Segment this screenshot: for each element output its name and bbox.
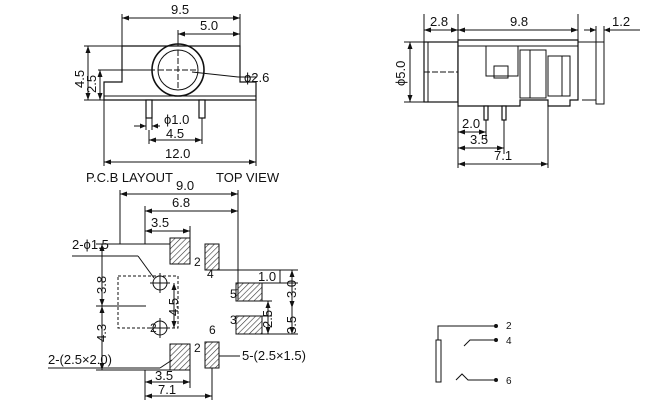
front-view: 9.5 5.0 ϕ2.6 4.5 2.5 xyxy=(72,2,269,166)
pcb-71-label: 7.1 xyxy=(158,382,176,397)
pin-a-label: 2.0 xyxy=(462,116,480,131)
front-len-label: 2.8 xyxy=(430,14,448,29)
pcb-35-bottom-label: 3.5 xyxy=(155,368,173,383)
schematic-pin: 2 xyxy=(506,321,512,332)
pad-pin-6 xyxy=(204,341,220,369)
front-height-label: 4.5 xyxy=(72,70,87,88)
pcb-35-top-label: 3.5 xyxy=(151,215,169,230)
pad-pin-2-bottom xyxy=(169,343,191,371)
pad-pin-4 xyxy=(204,243,220,271)
front-half-height-label: 2.5 xyxy=(84,75,99,93)
pad-pin-3 xyxy=(235,315,263,335)
front-width-label: 9.5 xyxy=(171,2,189,17)
pin-c-label: 7.1 xyxy=(494,148,512,163)
pads-small-label: 5-(2.5×1.5) xyxy=(242,348,306,363)
pin-number: 3 xyxy=(230,313,237,327)
side-pin-1 xyxy=(483,105,489,121)
pin-number: 2 xyxy=(150,321,157,335)
pin-number: 5 xyxy=(230,287,237,301)
pin-dia-label: ϕ1.0 xyxy=(164,112,189,127)
front-housing xyxy=(103,45,257,101)
side-tab xyxy=(578,41,605,105)
pcb-overall-label: 9.0 xyxy=(176,178,194,193)
pin-number: 6 xyxy=(209,323,216,337)
schematic-sleeve xyxy=(435,339,442,383)
pin-number: 2 xyxy=(194,255,201,269)
body-outline xyxy=(117,275,179,329)
pcb-43-label: 4.3 xyxy=(94,324,109,342)
pin-number: 2 xyxy=(194,341,201,355)
pcb-10-label: 1.0 xyxy=(258,269,276,284)
pcb-45-label: 4.5 xyxy=(166,298,181,316)
schematic-pin: 4 xyxy=(506,336,512,347)
pads-large-label: 2-(2.5×2.0) xyxy=(48,352,112,367)
top-view-caption: TOP VIEW xyxy=(216,170,280,185)
pcb-35-right-label: 3.5 xyxy=(284,316,299,334)
front-offset-label: 5.0 xyxy=(200,18,218,33)
barrel-dia-label: ϕ5.0 xyxy=(393,61,408,86)
pin-pitch-label: 4.5 xyxy=(166,126,184,141)
side-window xyxy=(493,65,509,79)
pcb-30-label: 3.0 xyxy=(284,280,299,298)
tab-label: 1.2 xyxy=(612,14,630,29)
pcb-68-label: 6.8 xyxy=(172,195,190,210)
pcb-38-label: 3.8 xyxy=(94,276,109,294)
schematic-pin: 6 xyxy=(506,376,512,387)
pin-number: 4 xyxy=(207,267,214,281)
pad-pin-5 xyxy=(235,282,263,302)
hole-dia-label: ϕ2.6 xyxy=(244,70,269,85)
front-pin-left xyxy=(145,99,153,119)
pcb-25-label: 2.5 xyxy=(260,310,275,328)
pad-pin-2-top xyxy=(169,237,191,265)
pcb-layout: 9.0 6.8 3.5 2-ϕ1.5 xyxy=(48,178,306,400)
pcb-layout-caption: P.C.B LAYOUT xyxy=(86,170,173,185)
side-pin-2 xyxy=(501,105,507,121)
front-pin-right xyxy=(198,99,206,119)
side-view: 2.8 9.8 1.2 ϕ5.0 xyxy=(393,14,640,168)
holes-label: 2-ϕ1.5 xyxy=(72,237,109,252)
pin-b-label: 3.5 xyxy=(470,132,488,147)
schematic: 2 4 6 xyxy=(435,321,512,387)
total-width-label: 12.0 xyxy=(165,146,190,161)
body-len-label: 9.8 xyxy=(510,14,528,29)
